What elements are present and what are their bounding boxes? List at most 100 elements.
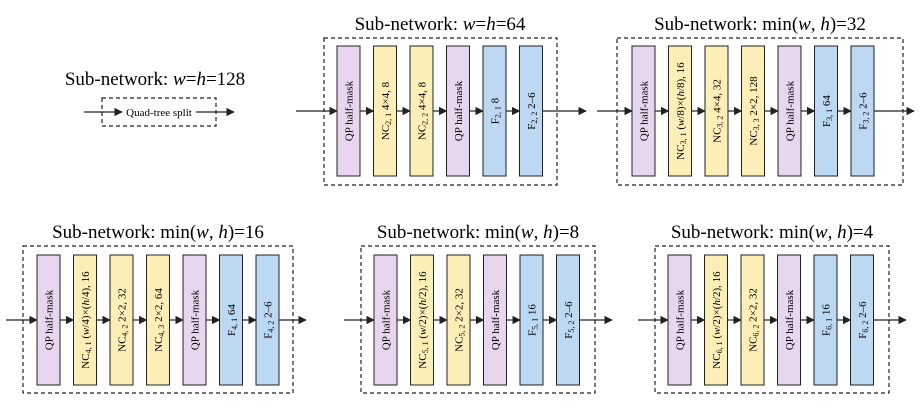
subscript: 3, 3 bbox=[752, 118, 761, 130]
subscript: 4, 1 bbox=[84, 341, 93, 353]
label-run: )=32 bbox=[830, 14, 866, 35]
label-run: , bbox=[209, 222, 219, 243]
label-run: =64 bbox=[496, 14, 526, 35]
subscript: 4, 1 bbox=[230, 318, 239, 330]
block-label: QP half-mask bbox=[344, 80, 356, 141]
nc-layer-block: NC6, 2 2×2, 32 bbox=[740, 254, 765, 386]
f-layer-block: F2, 1 8 bbox=[482, 45, 507, 177]
italic-variable: h bbox=[543, 222, 553, 243]
label-run: QP half-mask bbox=[490, 289, 502, 350]
label-run: F bbox=[490, 118, 502, 124]
label-run: 2–6 bbox=[563, 301, 575, 321]
label-run: /8), 16 bbox=[675, 62, 687, 91]
label-run: 2–6 bbox=[526, 92, 538, 112]
label-run: Sub-network: min( bbox=[671, 222, 815, 243]
label-run: /2)×( bbox=[711, 305, 723, 327]
label-run: 2–6 bbox=[263, 301, 275, 321]
label-run: 2×2, 32 bbox=[748, 288, 760, 324]
subscript: 6, 1 bbox=[825, 318, 834, 330]
block-label: NC4, 1 (w/4)×(h/4), 16 bbox=[80, 271, 93, 369]
block-rect bbox=[813, 254, 838, 386]
subscript: 3, 2 bbox=[862, 112, 871, 124]
label-run: 2×2, 32 bbox=[454, 288, 466, 324]
italic-variable: h bbox=[196, 69, 206, 90]
block-label: NC5, 1 (w/2)×(h/2), 16 bbox=[417, 271, 430, 369]
subnetwork-sn8: Sub-network: min(w, h)=8QP half-maskNC5,… bbox=[344, 222, 613, 394]
label-run: 4×4, 8 bbox=[417, 81, 429, 112]
label-run: 2×2, 64 bbox=[153, 288, 165, 325]
label-run: 64 bbox=[821, 95, 833, 109]
label-run: /2), 16 bbox=[711, 271, 723, 300]
nc-layer-block: NC4, 3 2×2, 64 bbox=[146, 254, 170, 386]
subscript: 3, 1 bbox=[679, 132, 688, 144]
nc-layer-block: NC4, 1 (w/4)×(h/4), 16 bbox=[73, 254, 97, 386]
label-run: F bbox=[563, 333, 575, 339]
block-rect bbox=[741, 45, 765, 177]
block-label: NC4, 2 2×2, 32 bbox=[117, 288, 130, 352]
f-layer-block: F2, 2 2–6 bbox=[519, 45, 543, 177]
block-rect bbox=[446, 45, 470, 177]
block-rect bbox=[482, 45, 507, 177]
block-rect bbox=[446, 254, 471, 386]
italic-variable: h bbox=[417, 300, 429, 306]
label-run: F bbox=[821, 121, 833, 127]
block-rect bbox=[410, 254, 434, 386]
block-label: QP half-mask bbox=[639, 80, 651, 141]
subscript: 5, 1 bbox=[421, 341, 430, 353]
block-rect bbox=[146, 254, 170, 386]
label-run: F bbox=[527, 330, 539, 336]
subscript: 5, 2 bbox=[567, 321, 576, 333]
label-run: ( bbox=[675, 126, 687, 133]
block-label: NC6, 1 (w/2)×(h/2), 16 bbox=[711, 271, 724, 369]
nc-layer-block: NC3, 3 2×2, 128 bbox=[741, 45, 765, 177]
quadtree-split-label: Quad-tree split bbox=[126, 107, 192, 119]
label-run: )=4 bbox=[847, 222, 874, 243]
block-rect bbox=[814, 45, 838, 177]
label-run: ( bbox=[80, 335, 92, 342]
block-label: F2, 1 8 bbox=[490, 97, 503, 124]
qp-half-mask-block: QP half-mask bbox=[36, 254, 61, 386]
label-run: = bbox=[186, 69, 197, 90]
subnetwork-title: Sub-network: w=h=64 bbox=[355, 14, 526, 35]
block-rect bbox=[373, 45, 397, 177]
f-layer-block: F6, 2 2–6 bbox=[850, 254, 874, 386]
f-layer-block: F5, 1 16 bbox=[519, 254, 544, 386]
subscript: 5, 1 bbox=[531, 318, 540, 330]
block-label: F2, 2 2–6 bbox=[526, 92, 539, 130]
block-rect bbox=[336, 45, 361, 177]
label-run: 2–6 bbox=[857, 301, 869, 321]
label-run: )=16 bbox=[228, 222, 264, 243]
subscript: 2, 2 bbox=[530, 112, 539, 124]
label-run: NC bbox=[417, 353, 429, 368]
italic-variable: w bbox=[173, 69, 186, 90]
label-run: F bbox=[226, 330, 238, 336]
subscript: 2, 2 bbox=[421, 113, 430, 125]
block-rect bbox=[36, 254, 61, 386]
label-run: NC bbox=[748, 130, 760, 145]
qp-half-mask-block: QP half-mask bbox=[667, 254, 692, 386]
label-run: Sub-network: bbox=[355, 14, 463, 35]
subscript: 6, 1 bbox=[715, 341, 724, 353]
block-rect bbox=[667, 254, 692, 386]
label-run: Sub-network: min( bbox=[377, 222, 521, 243]
block-label: F3, 2 2–6 bbox=[858, 92, 871, 130]
block-rect bbox=[483, 254, 507, 386]
label-run: 2–6 bbox=[858, 92, 870, 112]
label-run: QP half-mask bbox=[639, 80, 651, 141]
qp-half-mask-block: QP half-mask bbox=[336, 45, 361, 177]
nc-layer-block: NC3, 1 (w/8)×(h/8), 16 bbox=[668, 45, 692, 177]
label-run: QP half-mask bbox=[784, 289, 796, 350]
italic-variable: h bbox=[837, 222, 847, 243]
block-rect bbox=[704, 45, 729, 177]
f-layer-block: F4, 2 2–6 bbox=[255, 254, 280, 386]
subnetwork-title: Sub-network: min(w, h)=8 bbox=[377, 222, 579, 243]
block-rect bbox=[409, 45, 434, 177]
f-layer-block: F4, 1 64 bbox=[219, 254, 243, 386]
label-run: ( bbox=[417, 335, 429, 342]
block-label: F6, 1 16 bbox=[821, 304, 834, 336]
label-run: NC bbox=[675, 144, 687, 159]
label-run: =128 bbox=[206, 69, 245, 90]
block-label: NC3, 3 2×2, 128 bbox=[748, 76, 761, 146]
